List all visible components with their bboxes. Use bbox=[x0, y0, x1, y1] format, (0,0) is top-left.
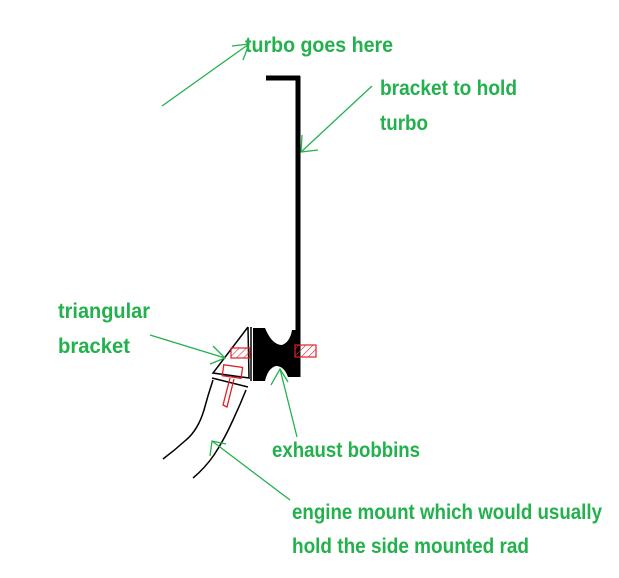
arrow-mount bbox=[209, 440, 291, 501]
arrow-turbo bbox=[161, 43, 250, 107]
label-turbo: turbo goes here bbox=[245, 34, 393, 57]
label-mount-line1: engine mount which would usually bbox=[292, 501, 602, 524]
label-bobbins: exhaust bobbins bbox=[272, 439, 420, 462]
turbo-bracket bbox=[266, 75, 301, 377]
engine-mount bbox=[162, 377, 249, 479]
arrow-bracket bbox=[300, 85, 373, 153]
label-triangular-line2: bracket bbox=[58, 335, 130, 358]
label-mount-line2: hold the side mounted rad bbox=[292, 535, 529, 558]
exhaust-bobbin bbox=[253, 328, 296, 381]
bolt-bracket bbox=[294, 344, 317, 358]
bolt-triangular bbox=[230, 347, 251, 359]
bolt-mount bbox=[221, 364, 244, 408]
label-bracket-line1: bracket to hold bbox=[380, 77, 517, 100]
label-triangular-line1: triangular bbox=[58, 300, 150, 323]
arrow-bobbins bbox=[270, 367, 298, 438]
arrow-triangular bbox=[149, 334, 227, 365]
label-bracket-line2: turbo bbox=[380, 112, 428, 135]
